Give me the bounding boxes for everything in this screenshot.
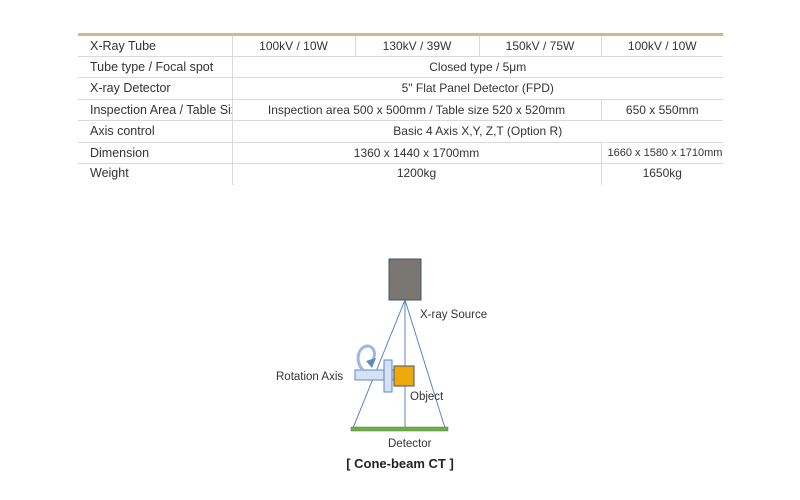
cell-inspection-area-2: 650 x 550mm [600,99,723,121]
row-label-detector: X-ray Detector [78,77,232,100]
table-row: X-Ray Tube 100kV / 10W 130kV / 39W 150kV… [78,33,723,57]
cell-weight-2: 1650kg [600,163,723,185]
cell-dimension-2: 1660 x 1580 x 1710mm [600,142,723,164]
row-label-inspection-area: Inspection Area / Table Size [78,99,232,121]
cell-tube-type: Closed type / 5μm [231,56,723,78]
cell-inspection-area-1: Inspection area 500 x 500mm / Table size… [231,99,601,121]
row-label-xray-tube: X-Ray Tube [78,33,232,57]
row-label-weight: Weight [90,166,129,180]
cell-weight-1: 1200kg [231,163,601,185]
rotation-flange [383,359,393,393]
detector-label: Detector [388,438,432,450]
object [393,365,415,387]
table-row: Dimension 1360 x 1440 x 1700mm 1660 x 15… [78,142,723,164]
spec-table: X-Ray Tube 100kV / 10W 130kV / 39W 150kV… [78,33,723,185]
cell-xray-tube-2: 130kV / 39W [354,33,479,57]
cell-dimension-1: 1360 x 1440 x 1700mm [231,142,601,164]
rotation-arrow-icon [356,344,376,372]
rotation-axis-label: Rotation Axis [276,371,343,383]
table-row: X-ray Detector 5" Flat Panel Detector (F… [78,77,723,100]
row-label-tube-type: Tube type / Focal spot [78,56,232,78]
beam-line-right [404,299,446,429]
cell-xray-tube-1: 100kV / 10W [231,33,355,57]
xray-source-label: X-ray Source [420,309,487,321]
rotation-arrowhead-icon [366,358,376,368]
table-row: Weight 1200kg 1650kg [78,163,723,185]
table-row: Inspection Area / Table Size Inspection … [78,99,723,121]
beam-line-left [352,299,406,429]
cell-detector: 5" Flat Panel Detector (FPD) [231,77,723,100]
diagram-caption: [ Cone-beam CT ] [346,456,454,471]
cell-axis-control: Basic 4 Axis X,Y, Z,T (Option R) [231,120,723,143]
detector [350,426,449,432]
row-label-axis-control: Axis control [78,120,232,143]
table-row: Tube type / Focal spot Closed type / 5μm [78,56,723,78]
cell-xray-tube-3: 150kV / 75W [478,33,601,57]
cell-xray-tube-4: 100kV / 10W [600,33,723,57]
table-row: Axis control Basic 4 Axis X,Y, Z,T (Opti… [78,120,723,143]
object-label: Object [410,391,444,403]
xray-source [388,258,422,301]
row-label-dimension: Dimension [78,142,232,164]
